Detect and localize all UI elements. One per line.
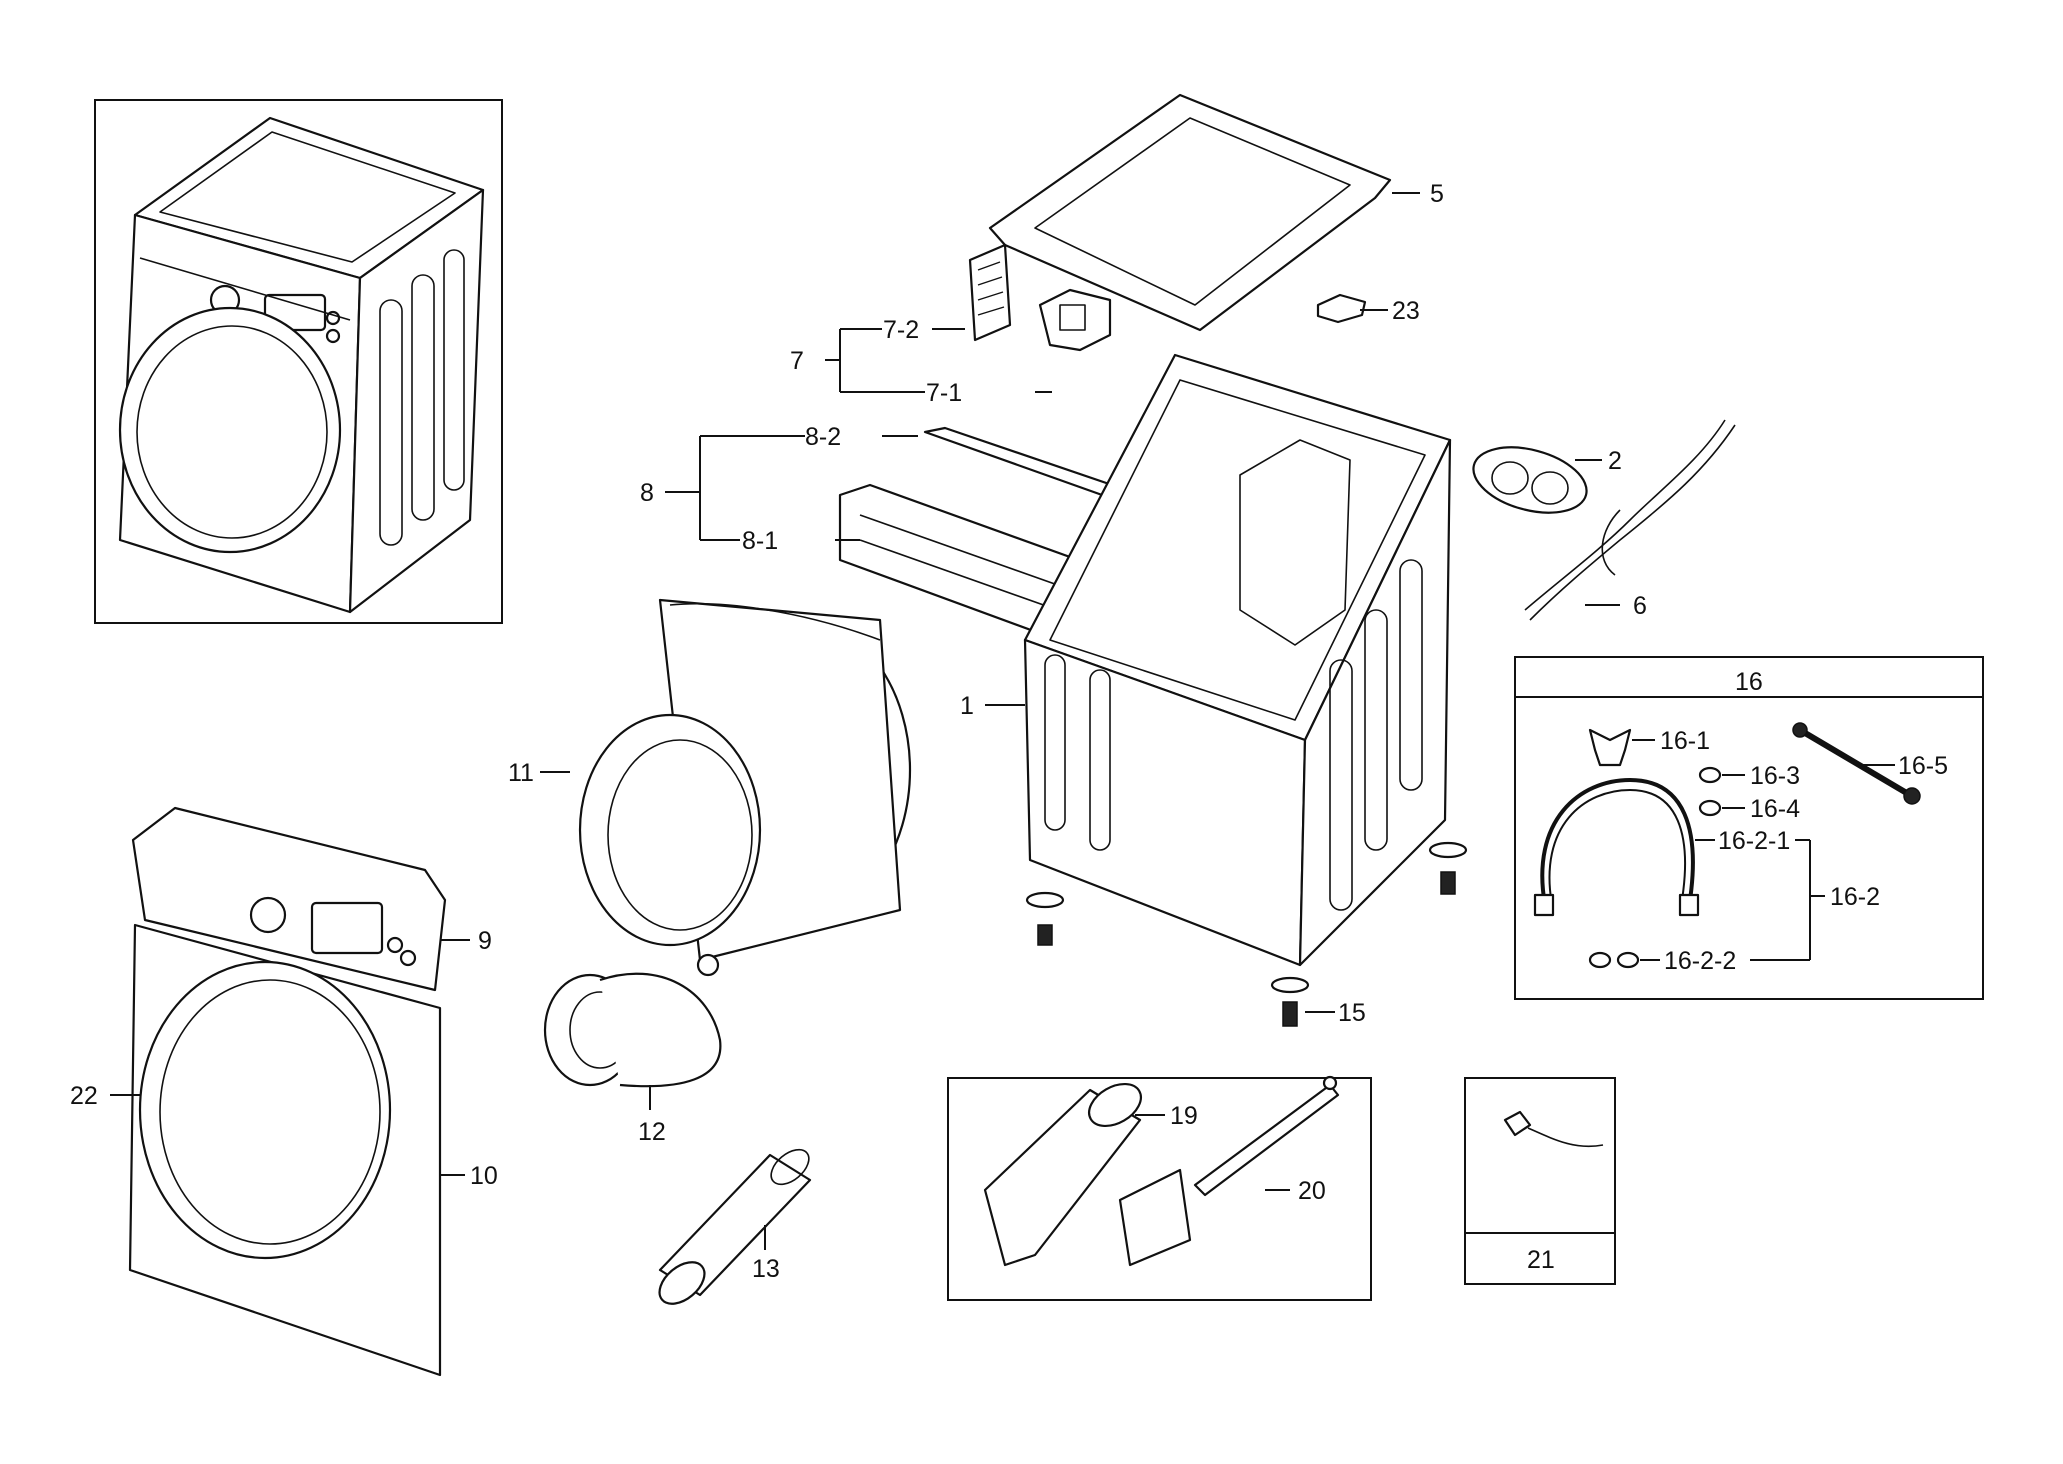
callout-7: 7 [790,347,804,375]
blower-assembly: 12 [543,953,722,1146]
callout-9: 9 [478,927,492,955]
hose-kit-box: 16 16-1 16-3 16-4 16-5 16-2-1 16-2 16 [1514,656,1984,1000]
callout-16-4: 16-4 [1750,795,1800,823]
callout-20: 20 [1298,1177,1326,1205]
callout-7-1: 7-1 [926,379,962,407]
callout-21: 21 [1527,1246,1555,1274]
callout-15: 15 [1338,999,1366,1027]
back-cover: 2 [1472,446,1622,514]
callout-7-2: 7-2 [883,316,919,344]
drum-assembly: 11 [508,598,912,962]
power-cord-box: 21 [1464,1077,1616,1285]
assembled-dryer-inset [94,99,503,624]
callout-8-2: 8-2 [805,423,841,451]
callout-2: 2 [1608,447,1622,475]
callout-23: 23 [1392,297,1420,325]
callout-1: 1 [960,692,974,720]
callout-8: 8 [640,479,654,507]
bracket-23: 23 [1316,293,1420,325]
cabinet: 1 [960,353,1452,967]
callout-8-1: 8-1 [742,527,778,555]
callout-16-2-1: 16-2-1 [1718,827,1790,855]
callout-22: 22 [70,1082,98,1110]
callout-16-1: 16-1 [1660,727,1710,755]
callout-19: 19 [1170,1102,1198,1130]
filter-assembly-7: 7 7-2 7-1 [790,243,1112,407]
callout-16-2-2: 16-2-2 [1664,947,1736,975]
callout-12: 12 [638,1118,666,1146]
callout-11: 11 [508,759,534,787]
callout-16-3: 16-3 [1750,762,1800,790]
exhaust-duct: 13 [658,1148,812,1305]
leveling-feet: 15 [1025,841,1468,1027]
front-panel: 22 10 [70,923,498,1377]
callout-5: 5 [1430,180,1444,208]
callout-16-2: 16-2 [1830,883,1880,911]
heater-parts-box: 19 20 [947,1075,1372,1301]
control-panel: 9 [131,806,492,992]
wire-harness: 6 [1524,419,1736,621]
callout-16: 16 [1735,668,1763,696]
callout-6: 6 [1633,592,1647,620]
callout-10: 10 [470,1162,498,1190]
callout-13: 13 [752,1255,780,1283]
callout-16-5: 16-5 [1898,752,1948,780]
